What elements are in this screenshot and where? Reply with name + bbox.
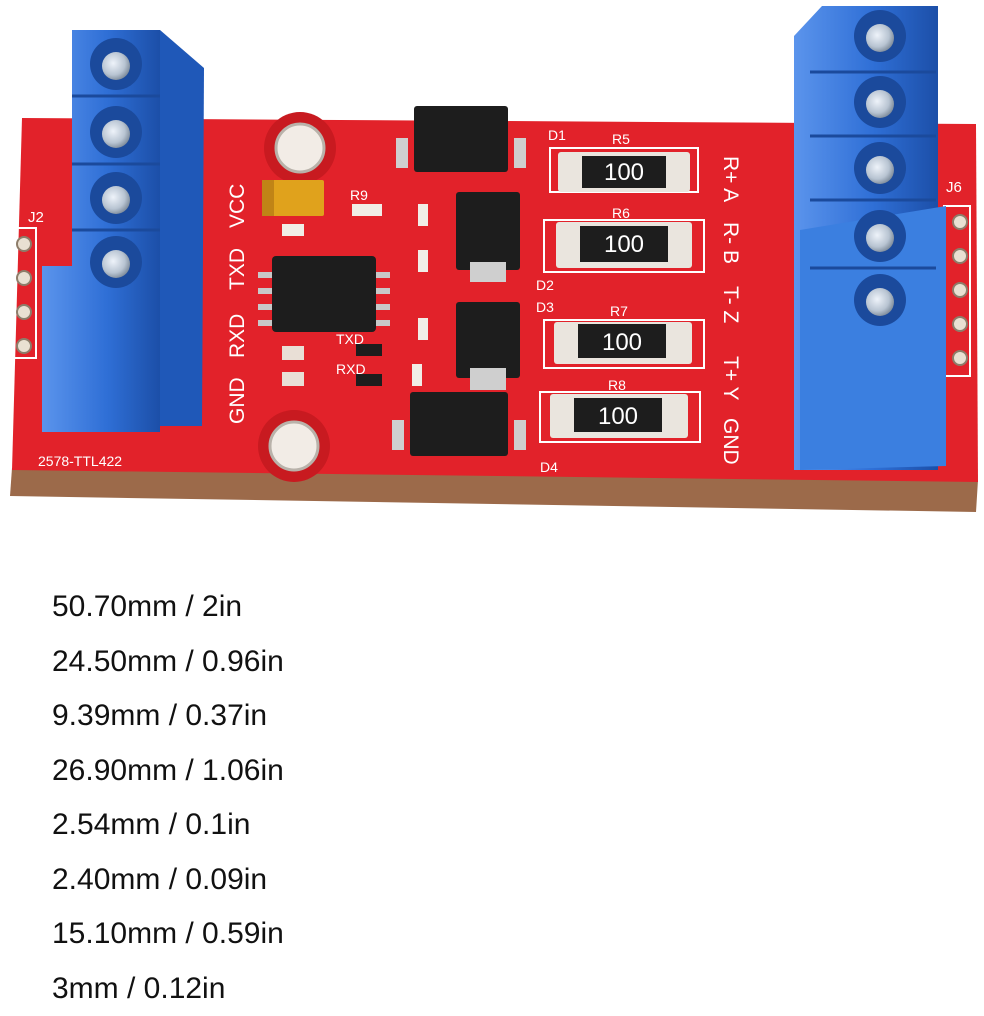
- resistor-value-r7: 100: [602, 329, 642, 356]
- terminal-block-right: [794, 6, 946, 470]
- label-vcc: VCC: [226, 184, 249, 228]
- dimension-item: 15.10mm / 0.59in: [52, 907, 284, 962]
- resistor-label-r5: R5: [612, 131, 630, 147]
- label-gnd-left: GND: [226, 377, 249, 424]
- mounting-hole-bottom: [258, 410, 330, 482]
- dimension-item: 24.50mm / 0.96in: [52, 635, 284, 690]
- dimension-item: 2.40mm / 0.09in: [52, 853, 284, 908]
- diode-d1: [396, 106, 526, 172]
- resistor-label-r6: R6: [612, 205, 630, 221]
- screw-icon: [854, 76, 906, 128]
- label-t-minus-z: T- Z: [719, 286, 742, 323]
- dimension-item: 2.54mm / 0.1in: [52, 798, 284, 853]
- resistor-label-r9: R9: [350, 187, 368, 203]
- screw-icon: [90, 38, 142, 90]
- screw-icon: [854, 274, 906, 326]
- dimension-list: 50.70mm / 2in 24.50mm / 0.96in 9.39mm / …: [52, 580, 284, 1016]
- diode-label-d3: D3: [536, 299, 554, 315]
- resistor-value-r8: 100: [598, 403, 638, 430]
- screw-icon: [854, 142, 906, 194]
- label-r-minus-b: R- B: [719, 222, 742, 264]
- pcb-module-photo: J2 J6 VCC TXD RXD GND: [0, 0, 984, 540]
- resistor-value-r5: 100: [604, 159, 644, 186]
- ic-chip: [258, 256, 390, 332]
- screw-icon: [90, 236, 142, 288]
- mounting-hole-top: [264, 112, 336, 184]
- resistor-label-r7: R7: [610, 303, 628, 319]
- header-left-label: J2: [28, 209, 44, 226]
- diode-d2: [456, 192, 520, 282]
- resistor-label-r8: R8: [608, 377, 626, 393]
- label-r-plus-a: R+ A: [719, 156, 742, 202]
- tantalum-capacitor: [262, 180, 324, 216]
- label-rxd: RXD: [226, 314, 249, 358]
- diode-label-d4: D4: [540, 459, 558, 475]
- label-t-plus-y: T+ Y: [719, 356, 742, 401]
- label-txd: TXD: [226, 248, 249, 290]
- dimension-item: 50.70mm / 2in: [52, 580, 284, 635]
- dimension-item: 26.90mm / 1.06in: [52, 744, 284, 799]
- screw-icon: [90, 106, 142, 158]
- diode-d3: [456, 302, 520, 390]
- led-label-txd: TXD: [336, 331, 364, 347]
- label-gnd-right: GND: [719, 418, 742, 465]
- dimension-item: 9.39mm / 0.37in: [52, 689, 284, 744]
- dimension-item: 3mm / 0.12in: [52, 962, 284, 1016]
- resistor-value-r6: 100: [604, 231, 644, 258]
- diode-label-d2: D2: [536, 277, 554, 293]
- diode-d4: [392, 392, 526, 456]
- screw-icon: [90, 172, 142, 224]
- led-label-rxd: RXD: [336, 361, 366, 377]
- screw-icon: [854, 210, 906, 262]
- screw-icon: [854, 10, 906, 62]
- header-right-label: J6: [946, 179, 962, 196]
- model-label: 2578-TTL422: [38, 453, 122, 469]
- diode-label-d1: D1: [548, 127, 566, 143]
